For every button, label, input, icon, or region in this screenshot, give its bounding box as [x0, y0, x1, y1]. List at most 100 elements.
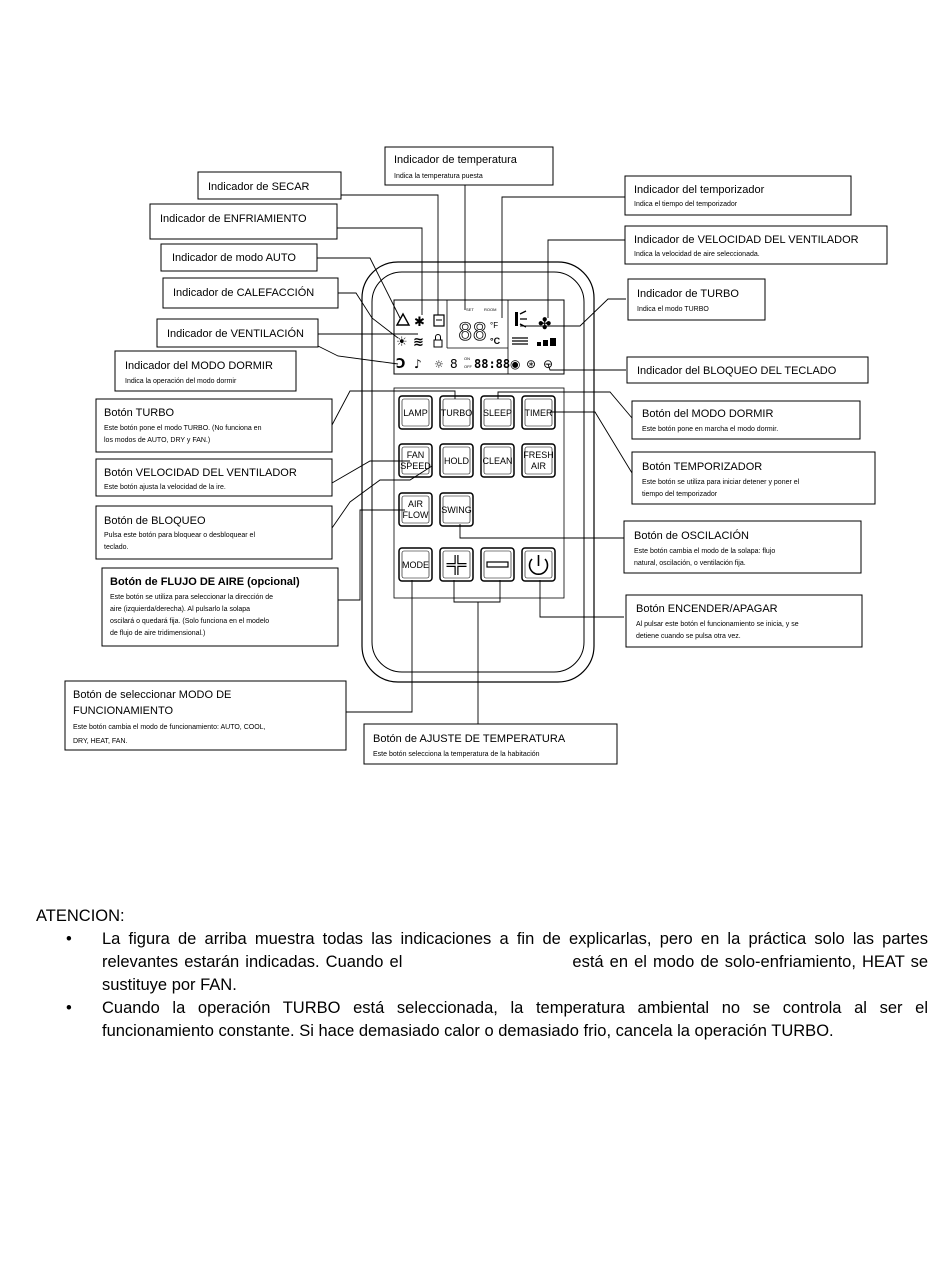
callout-turbo-boton: Botón TURBO Este botón pone el modo TURB… — [95, 398, 333, 453]
hold-button[interactable]: HOLD — [439, 443, 474, 478]
swing-icon — [515, 310, 527, 328]
leader-lines — [316, 183, 633, 724]
attention-note: ATENCION: • La figura de arriba muestra … — [36, 905, 928, 1043]
svg-text:DRY, HEAT, FAN.: DRY, HEAT, FAN. — [73, 738, 128, 745]
callout-temporizador-boton: Botón TEMPORIZADOR Este botón se utiliza… — [631, 451, 876, 505]
leaf-icon: ♪ — [414, 357, 422, 371]
callout-bloqueo-boton: Botón de BLOQUEO Pulsa este botón para b… — [95, 505, 333, 560]
svg-text:AIR: AIR — [531, 461, 547, 471]
fan-speed-icon: ✤ — [538, 314, 551, 333]
temp-up-button[interactable] — [439, 547, 474, 582]
unit-c: °C — [490, 336, 501, 346]
svg-text:TURBO: TURBO — [441, 408, 473, 418]
svg-text:FAN: FAN — [407, 450, 425, 460]
cool-icon: ✱ — [414, 315, 425, 330]
auto-icon — [395, 312, 411, 326]
power-button[interactable] — [521, 547, 556, 582]
svg-text:teclado.: teclado. — [104, 544, 129, 551]
air-flow-button[interactable]: AIR FLOW — [398, 492, 433, 527]
sleep-icon: Ɔ — [396, 357, 406, 372]
remote-control: ✱ ☀ ≋ SET ROOM 88 °F °C ✤ Ɔ ♪ ☼ 8 ON OFF… — [361, 261, 595, 683]
callout-temperatura: Indicador de temperatura Indica la tempe… — [384, 146, 554, 186]
clean-button[interactable]: CLEAN — [480, 443, 515, 478]
svg-text:SWING: SWING — [441, 505, 472, 515]
fresh-icon: ⊛ — [526, 357, 536, 371]
dry-icon — [433, 314, 445, 327]
unit-f: °F — [490, 321, 498, 330]
fresh-air-button[interactable]: FRESH AIR — [521, 443, 556, 478]
svg-text:Pulsa este botón para bloquear: Pulsa este botón para bloquear o desbloq… — [104, 532, 255, 539]
timer-icon: 8 — [450, 357, 458, 371]
svg-text:Indicador de temperatura: Indicador de temperatura — [394, 154, 518, 166]
svg-text:FRESH: FRESH — [523, 450, 554, 460]
sleep-button[interactable]: SLEEP — [480, 395, 515, 430]
lock-icon — [433, 334, 443, 348]
swing-button[interactable]: SWING — [439, 492, 474, 527]
svg-text:de flujo de aire tridimensiona: de flujo de aire tridimensional.) — [110, 630, 205, 637]
note-item-1: • La figura de arriba muestra todas las … — [36, 928, 928, 997]
svg-text:Indicador del MODO DORMIR: Indicador del MODO DORMIR — [125, 360, 273, 372]
callout-calefaccion: Indicador de CALEFACCIÓN — [162, 277, 339, 309]
callout-enfriamiento: Indicador de ENFRIAMIENTO — [149, 203, 338, 240]
temp-down-button[interactable] — [480, 547, 515, 582]
svg-text:Indica la velocidad de aire se: Indica la velocidad de aire seleccionada… — [634, 251, 760, 258]
svg-text:MODE: MODE — [402, 560, 429, 570]
svg-text:Indicador del BLOQUEO DEL TECL: Indicador del BLOQUEO DEL TECLADO — [637, 365, 837, 377]
callout-oscilacion-boton: Botón de OSCILACIÓN Este botón cambia el… — [623, 520, 862, 574]
temperature-digits: 88 — [458, 318, 487, 346]
svg-text:HOLD: HOLD — [444, 456, 470, 466]
svg-text:Botón TURBO: Botón TURBO — [104, 407, 175, 419]
timer-digits: 88:88 — [474, 357, 510, 371]
svg-text:Botón VELOCIDAD DEL VENTILADO: Botón VELOCIDAD DEL VENTILADOR — [104, 467, 297, 479]
svg-text:natural, oscilación, o ventila: natural, oscilación, o ventilación fija. — [634, 560, 746, 567]
svg-text:Botón de BLOQUEO: Botón de BLOQUEO — [104, 515, 206, 527]
timer-button[interactable]: TIMER — [521, 395, 556, 430]
svg-text:Botón de FLUJO DE AIRE (opcion: Botón de FLUJO DE AIRE (opcional) — [110, 576, 300, 588]
speed-bars-icon — [537, 338, 556, 346]
svg-text:Botón de AJUSTE DE TEMPERATURA: Botón de AJUSTE DE TEMPERATURA — [373, 733, 566, 745]
note-item-2: • Cuando la operación TURBO está selecci… — [36, 997, 928, 1043]
svg-text:TIMER: TIMER — [525, 408, 553, 418]
clean-icon: ◉ — [510, 357, 520, 371]
callout-temporizador-indicador: Indicador del temporizador Indica el tie… — [624, 175, 852, 216]
svg-text:AIR: AIR — [408, 499, 424, 509]
svg-text:Indica el modo TURBO: Indica el modo TURBO — [637, 306, 709, 313]
svg-text:Botón de OSCILACIÓN: Botón de OSCILACIÓN — [634, 529, 749, 542]
callout-bloqueo-indicador: Indicador del BLOQUEO DEL TECLADO — [626, 356, 869, 384]
remote-control-diagram: ✱ ☀ ≋ SET ROOM 88 °F °C ✤ Ɔ ♪ ☼ 8 ON OFF… — [64, 146, 888, 765]
svg-text:Indicador de CALEFACCIÓN: Indicador de CALEFACCIÓN — [173, 286, 314, 299]
svg-text:Este botón pone el modo TURBO.: Este botón pone el modo TURBO. (No funci… — [104, 425, 262, 432]
callout-encender-boton: Botón ENCENDER/APAGAR Al pulsar este bot… — [625, 594, 863, 648]
svg-text:Indica el tiempo del temporiza: Indica el tiempo del temporizador — [634, 201, 738, 208]
mode-button[interactable]: MODE — [398, 547, 433, 582]
callout-dormir-boton: Botón del MODO DORMIR Este botón pone en… — [631, 400, 861, 440]
fan-speed-button[interactable]: FAN SPEED — [398, 443, 433, 478]
callout-ajuste-boton: Botón de AJUSTE DE TEMPERATURA Este botó… — [363, 723, 618, 765]
turbo-button[interactable]: TURBO — [439, 395, 474, 430]
note-item-2-text: Cuando la operación TURBO está seleccion… — [102, 999, 928, 1040]
svg-text:Indicador de ENFRIAMIENTO: Indicador de ENFRIAMIENTO — [160, 213, 307, 225]
svg-text:Este botón se utiliza para sel: Este botón se utiliza para seleccionar l… — [110, 594, 273, 601]
callout-secar: Indicador de SECAR — [197, 171, 342, 200]
svg-text:aire (izquierda/derecha). Al p: aire (izquierda/derecha). Al pulsarlo la… — [110, 606, 250, 613]
svg-text:oscilará o quedará fija. (Solo: oscilará o quedará fija. (Solo funciona … — [110, 618, 269, 625]
bullet-icon: • — [66, 930, 72, 948]
note-heading: ATENCION: — [36, 907, 125, 925]
svg-text:Botón ENCENDER/APAGAR: Botón ENCENDER/APAGAR — [636, 603, 778, 615]
svg-text:FLOW: FLOW — [403, 510, 430, 520]
note-item-1-text-b: está en el modo de solo-enfriamiento, HE… — [102, 953, 928, 994]
callout-velocidad-indicador: Indicador de VELOCIDAD DEL VENTILADOR In… — [624, 225, 888, 265]
callout-ventilacion: Indicador de VENTILACIÓN — [156, 318, 319, 348]
svg-text:tiempo del temporizador: tiempo del temporizador — [642, 491, 718, 498]
lamp-button[interactable]: LAMP — [398, 395, 433, 430]
svg-text:SPEED: SPEED — [400, 461, 431, 471]
svg-text:Este botón cambia el modo de f: Este botón cambia el modo de funcionamie… — [73, 724, 266, 731]
bullet-icon: • — [66, 999, 72, 1017]
svg-text:los modos de AUTO, DRY y FAN.): los modos de AUTO, DRY y FAN.) — [104, 437, 210, 444]
svg-text:Botón TEMPORIZADOR: Botón TEMPORIZADOR — [642, 461, 762, 473]
svg-text:SLEEP: SLEEP — [483, 408, 512, 418]
turbo-icon — [512, 337, 528, 345]
note-list: • La figura de arriba muestra todas las … — [36, 928, 928, 1043]
room-label: ROOM — [484, 307, 496, 312]
svg-text:Indicador de modo AUTO: Indicador de modo AUTO — [172, 252, 296, 264]
